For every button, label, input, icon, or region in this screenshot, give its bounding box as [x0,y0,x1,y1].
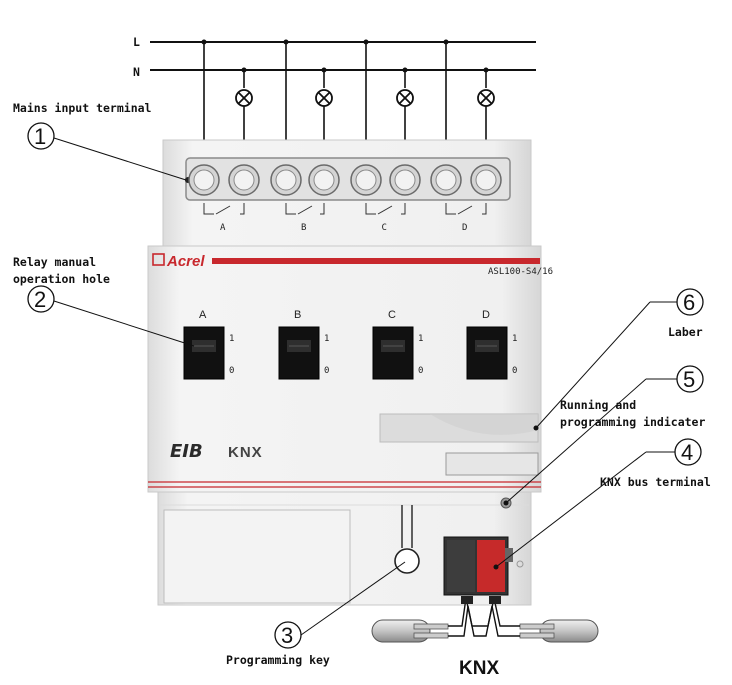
front-panel: Acrel ASL100-S4/16 A 1 0 B 1 0 C 1 0 D 1 0 EIB KNX [147,245,553,493]
terminal-label: D [462,223,467,233]
relay-contact-symbol [445,203,487,215]
lamp-circuits [201,39,495,140]
lamp-circuit [363,39,414,140]
lamp-circuit [201,39,253,140]
terminal-screw [270,164,302,196]
switch-off-mark: 0 [324,366,329,376]
terminal-screw [228,164,260,196]
terminal-label: C [382,223,387,233]
callout-3-text: Programming key [226,653,330,667]
terminal-screw [308,164,340,196]
switch-on-mark: 1 [512,334,517,344]
callout-3-programming-key: 3 Programming key [226,561,406,667]
acrel-logo-mark [152,253,165,266]
relay-switch-a[interactable]: A 1 0 [183,309,234,380]
lamp-icon [396,89,414,107]
switch-off-mark: 0 [512,366,517,376]
terminal-screw [350,164,382,196]
relay-contact-symbol [365,203,406,215]
knx-bus-label: KNX [459,658,499,679]
callout-6-text: Laber [668,325,703,339]
terminal-screw [389,164,421,196]
relay-contact-symbol [203,203,245,215]
switch-on-mark: 1 [418,334,423,344]
callout-6-number: 6 [683,290,695,315]
callout-2-number: 2 [34,287,46,312]
relay-switches: A 1 0 B 1 0 C 1 0 D 1 0 [183,309,517,380]
lower-body [157,491,532,606]
callout-4-text: KNX bus terminal [600,475,711,489]
callout-4-knx-bus-terminal: 4 KNX bus terminal [493,438,711,570]
switch-label: A [199,309,207,321]
eib-logo: EIB [170,441,203,462]
lamp-icon [235,89,253,107]
switch-on-mark: 1 [229,334,234,344]
callout-2-text-line2: operation hole [13,272,110,286]
callouts: Mains input terminal 1 Relay manual oper… [13,101,711,667]
callout-4-number: 4 [681,440,693,465]
callout-5-running-indicator: 5 Running and programming indicater [503,365,705,506]
callout-6-label: 6 Laber [533,288,704,431]
line-l-label: L [133,35,140,49]
terminal-screw [430,164,462,196]
switch-on-mark: 1 [324,334,329,344]
switch-label: B [294,309,301,321]
brand-stripe [212,258,540,264]
lamp-icon [477,89,495,107]
switch-label: C [388,309,396,321]
wiring: L N [133,35,536,140]
callout-1-number: 1 [34,124,46,149]
programming-key[interactable] [394,505,420,574]
terminal-label: B [301,223,306,233]
acrel-logo-text: Acrel [166,253,205,270]
relay-contact-symbol [285,203,325,215]
callout-5-text-line2: programming indicater [560,415,705,429]
callout-2-text-line1: Relay manual [13,255,96,269]
callout-5-number: 5 [683,367,695,392]
callout-1-text: Mains input terminal [13,101,152,115]
terminal-labels: A B C D [220,223,467,233]
lamp-circuit [283,39,333,140]
terminal-screw [188,164,220,196]
terminal-screws [188,164,502,196]
lamp-icon [315,89,333,107]
callout-3-number: 3 [281,623,293,648]
mains-terminal-block: A B C D [162,139,532,247]
terminal-screw [470,164,502,196]
switch-off-mark: 0 [418,366,423,376]
line-n-label: N [133,65,140,79]
terminal-label: A [220,223,226,233]
switch-off-mark: 0 [229,366,234,376]
switch-label: D [482,309,490,321]
indicator-slot [445,452,539,476]
callout-1-mains-input-terminal: Mains input terminal 1 [13,101,187,181]
knx-bus-cable: KNX [371,596,599,679]
relay-switch-d[interactable]: D 1 0 [466,309,517,380]
lamp-circuit [443,39,495,140]
relay-switch-c[interactable]: C 1 0 [372,309,423,380]
model-number: ASL100-S4/16 [488,267,553,277]
knx-logo: KNX [228,444,263,461]
relay-switch-b[interactable]: B 1 0 [278,309,329,380]
callout-2-relay-manual-operation-hole: Relay manual operation hole 2 [13,255,195,347]
relay-contact-symbols [203,203,487,215]
callout-5-text-line1: Running and [560,398,636,412]
